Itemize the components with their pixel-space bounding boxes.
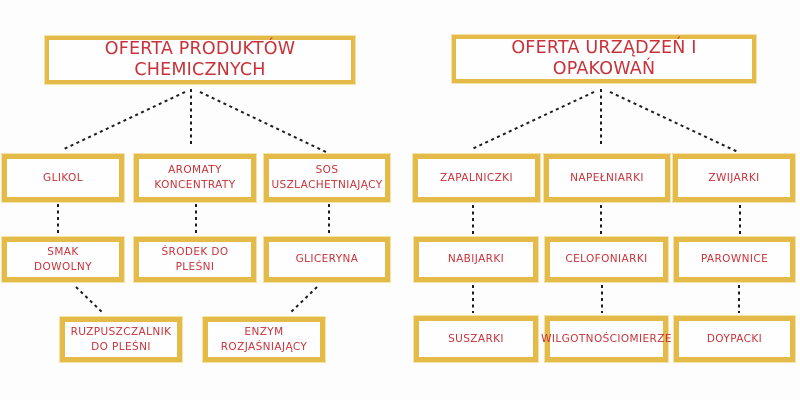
connector-line-left-title-to-glikol (63, 91, 186, 150)
right-chart-title: OFERTA URZĄDZEŃ I OPAKOWAŃ (452, 35, 756, 83)
node-gliceryna: GLICERYNA (264, 237, 390, 282)
node-suszarki: SUSZARKI (414, 316, 538, 362)
node-smak-dowolny: SMAK DOWOLNY (2, 237, 124, 282)
node-glikol: GLIKOL (2, 154, 124, 202)
node-parownice: PAROWNICE (674, 237, 795, 282)
connector-line-gliceryna-to-enzym-rozjasniajacy (288, 286, 318, 315)
node-enzym-rozjasniajacy: ENZYM ROZJAŚNIAJĄCY (203, 317, 325, 362)
connector-line-left-title-to-sos-uszlachetniajacy (199, 91, 327, 153)
node-sos-uszlachetniajacy: SOS USZLACHETNIAJĄCY (264, 154, 390, 202)
node-aromaty-koncentraty: AROMATY KONCENTRATY (134, 154, 256, 202)
node-srodek-do-plesni: ŚRODEK DO PLEŚNI (134, 237, 256, 282)
node-napelniarki: NAPEŁNIARKI (544, 154, 670, 202)
connector-line-smak-dowolny-to-ruzpuszczalnik-do-plesni (75, 286, 105, 315)
node-celofoniarki: CELOFONIARKI (545, 237, 668, 282)
node-wilgotnosciomierze: WILGOTNOŚCIOMIERZE (541, 316, 671, 362)
node-zwijarki: ZWIJARKI (673, 154, 795, 202)
node-ruzpuszczalnik-do-plesni: RUZPUSZCZALNIK DO PLEŚNI (60, 317, 182, 362)
left-chart-title: OFERTA PRODUKTÓW CHEMICZNYCH (45, 36, 355, 84)
node-zapalniczki: ZAPALNICZKI (413, 154, 540, 202)
node-doypacki: DOYPACKI (674, 316, 795, 362)
connector-line-right-title-to-zwijarki (609, 91, 739, 153)
node-nabijarki: NABIJARKI (414, 237, 538, 282)
connector-line-right-title-to-zapalniczki (471, 91, 595, 150)
